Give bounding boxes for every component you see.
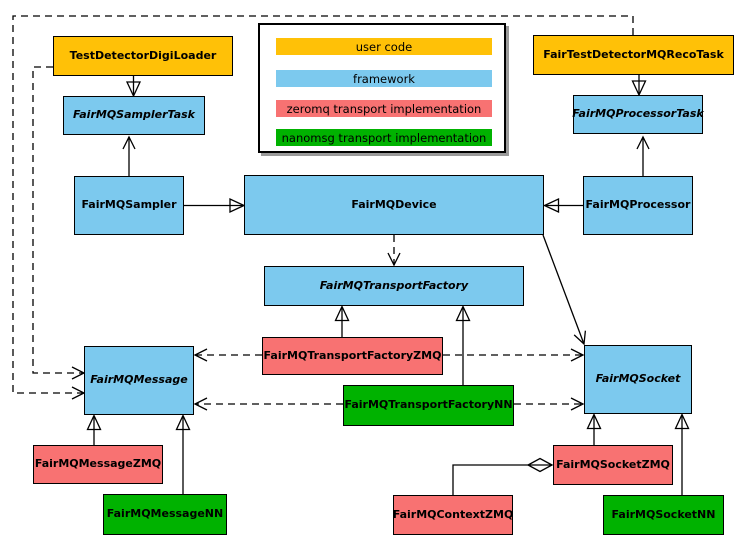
node-fairmqsamplertask: FairMQSamplerTask [63,96,205,135]
node-fairmqmessage: FairMQMessage [84,346,194,415]
node-fairmqprocessortask: FairMQProcessorTask [572,95,704,134]
node-fairmqsocket: FairMQSocket [584,345,692,414]
node-fairmqmessagezmq: FairMQMessageZMQ [33,445,163,484]
node-fairmqsampler: FairMQSampler [74,176,184,235]
node-fairmqcontextzmq: FairMQContextZMQ [393,495,513,535]
node-fairmqprocessor: FairMQProcessor [583,176,693,235]
legend-item-nanomsg: nanomsg transport implementation [276,129,492,146]
legend-item-framework: framework [276,70,492,87]
node-fairmqsocketzmq: FairMQSocketZMQ [553,445,673,485]
node-testdetectordigiloader: TestDetectorDigiLoader [53,36,233,76]
edge-dep-recotask-to-message [12,15,634,400]
node-fairmqtransportfactorynn: FairMQTransportFactoryNN [343,385,514,426]
legend-box: user code framework zeromq transport imp… [258,23,506,153]
legend-item-zeromq: zeromq transport implementation [276,100,492,117]
edge-assoc-device-to-socket [542,234,587,346]
node-fairmqmessagenn: FairMQMessageNN [103,494,227,535]
node-fairmqtransportfactory: FairMQTransportFactory [264,266,524,306]
node-fairtestdetectormqrecotask: FairTestDetectorMQRecoTask [533,35,734,75]
node-fairmqdevice: FairMQDevice [244,175,544,235]
legend-item-user-code: user code [276,38,492,55]
node-fairmqtransportfactoryzmq: FairMQTransportFactoryZMQ [262,337,443,375]
node-fairmqsocketnn: FairMQSocketNN [603,495,724,535]
edge-dep-digiloader-to-message [32,66,86,380]
edge-composition-contextzmq-to-socketzmq [452,457,554,495]
